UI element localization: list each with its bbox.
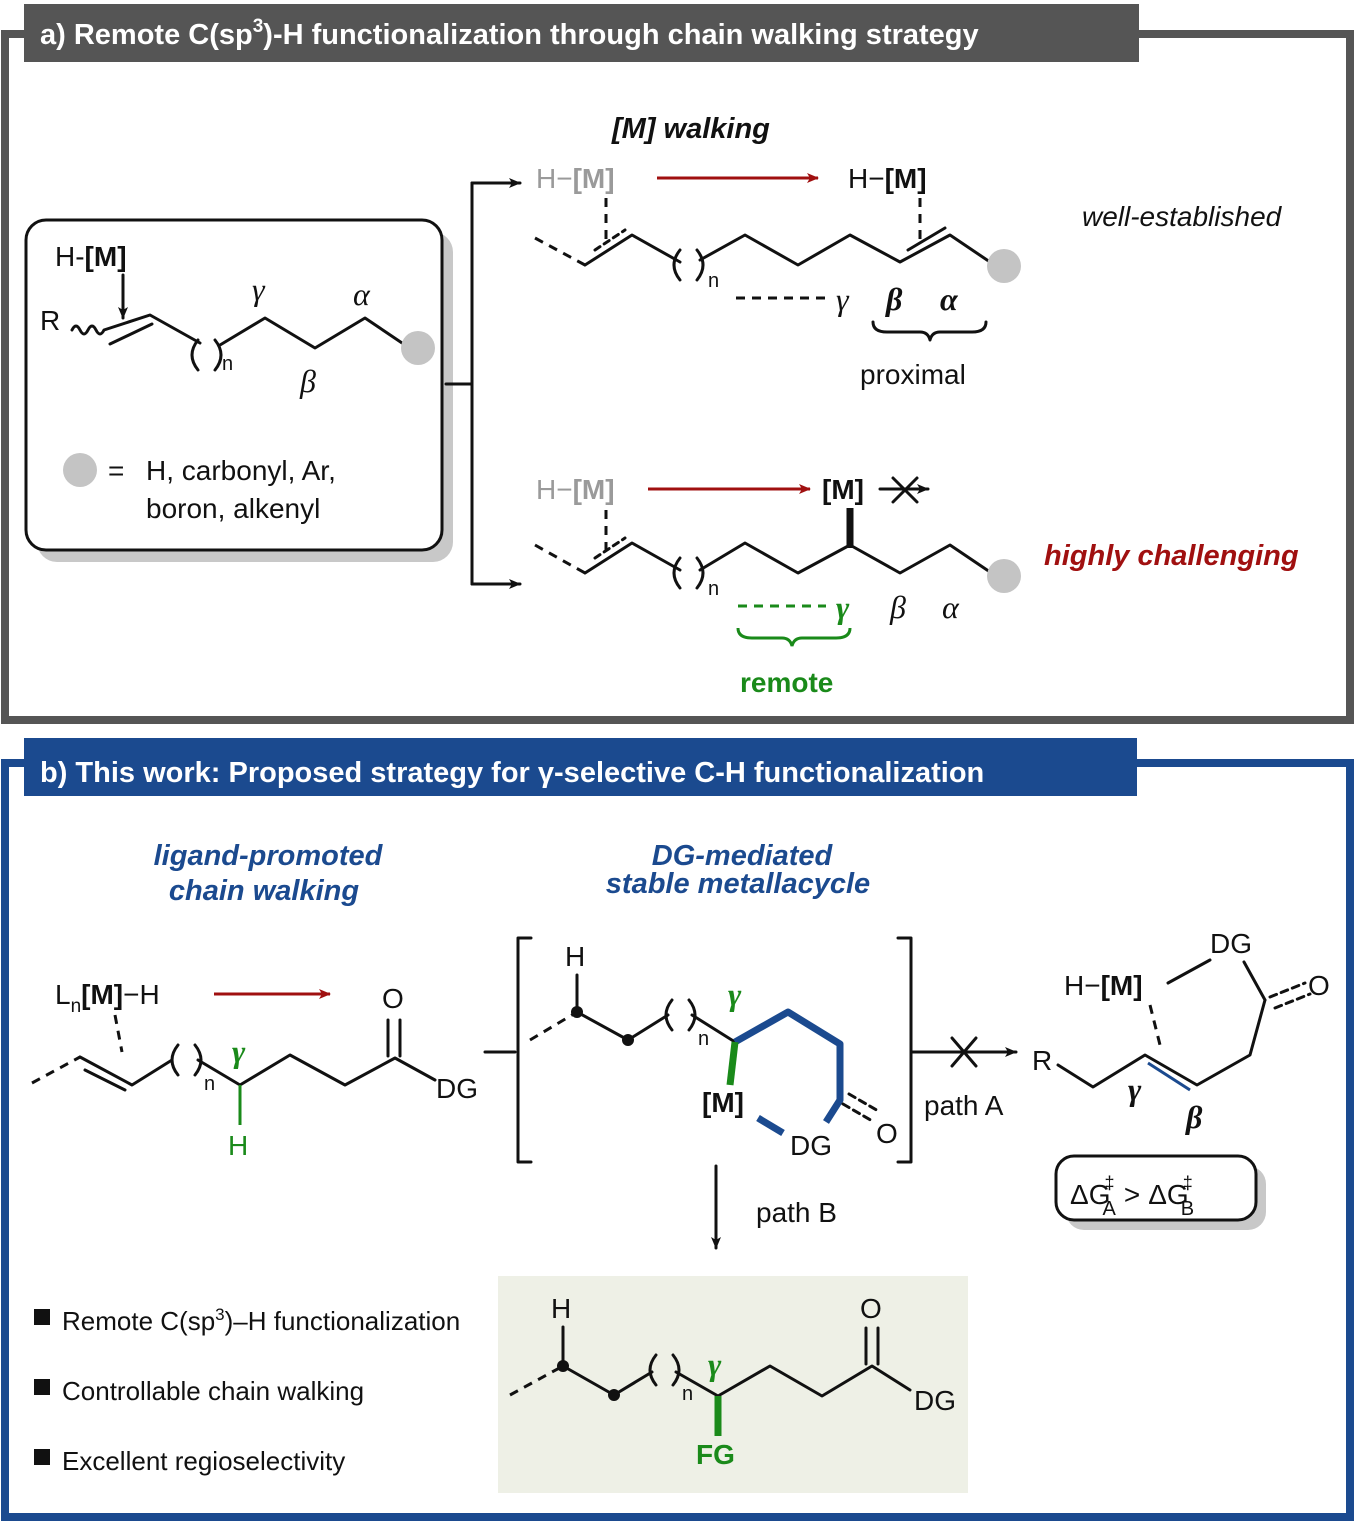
- highly-challenging-note: highly challenging: [1044, 540, 1299, 572]
- svg-text:α: α: [940, 281, 959, 317]
- legend-line1: H, carbonyl, Ar,: [146, 455, 336, 486]
- svg-text:H−[M]: H−[M]: [536, 163, 615, 194]
- panel-b-header-bg: [24, 738, 1137, 796]
- svg-text:[M]: [M]: [822, 474, 864, 505]
- b-intermediate: H n γ [M] DG O: [516, 936, 913, 1164]
- svg-text:DG: DG: [436, 1073, 478, 1104]
- substrate-box: H-[M] R n γ α β = H, carbonyl, Ar, boron…: [24, 218, 453, 562]
- panel-a: a) Remote C(sp3)-H functionalization thr…: [1, 4, 1354, 724]
- b-substrate: Ln[M]−H n H γ O DG: [31, 979, 478, 1161]
- proximal-label: proximal: [860, 359, 966, 390]
- svg-text:DG: DG: [914, 1385, 956, 1416]
- walking-title: [M] walking: [611, 113, 770, 145]
- svg-text:O: O: [1308, 970, 1330, 1001]
- r-label: R: [40, 305, 60, 336]
- svg-text:H−[M]: H−[M]: [536, 474, 615, 505]
- legend-line2: boron, alkenyl: [146, 493, 320, 524]
- svg-text:H−[M]: H−[M]: [1064, 970, 1143, 1001]
- svg-text:β: β: [889, 589, 906, 625]
- svg-text:γ: γ: [836, 589, 850, 625]
- bottom-path: H−[M] [M] n γ β α remote highly challeng…: [534, 474, 1299, 698]
- left-title-2: chain walking: [169, 875, 359, 907]
- svg-text:γ: γ: [232, 1033, 246, 1069]
- panel-a-header-bg: [24, 4, 1139, 62]
- svg-text:n: n: [698, 1028, 709, 1050]
- svg-text:γ: γ: [1128, 1071, 1142, 1107]
- svg-text:α: α: [942, 589, 960, 625]
- bullet-list: Remote C(sp3)–H functionalization Contro…: [34, 1305, 460, 1476]
- svg-text:n: n: [222, 353, 233, 375]
- svg-text:n: n: [682, 1383, 693, 1405]
- hm-label: H-[M]: [55, 241, 127, 272]
- svg-text:=: =: [108, 455, 124, 486]
- b-alkene-product: DG H−[M] O R γ β: [1032, 928, 1330, 1135]
- b-final-product: H n FG γ O DG: [498, 1276, 968, 1493]
- svg-text:γ: γ: [728, 976, 742, 1012]
- bullet-3: Excellent regioselectivity: [62, 1446, 345, 1476]
- mid-title-1: DG-mediated: [652, 840, 834, 872]
- svg-text:n: n: [204, 1073, 215, 1095]
- svg-text:DG: DG: [1210, 928, 1252, 959]
- svg-text:n: n: [708, 578, 719, 600]
- svg-text:β: β: [885, 281, 903, 317]
- svg-text:H: H: [228, 1130, 248, 1161]
- remote-label: remote: [740, 667, 833, 698]
- svg-text:DG: DG: [790, 1130, 832, 1161]
- svg-text:γ: γ: [708, 1346, 722, 1382]
- svg-text:β: β: [1185, 1099, 1203, 1135]
- svg-text:O: O: [860, 1293, 882, 1324]
- bullet-2: Controllable chain walking: [62, 1376, 364, 1406]
- path-a-label: path A: [924, 1090, 1004, 1121]
- svg-text:H−[M]: H−[M]: [848, 163, 927, 194]
- well-established-note: well-established: [1082, 201, 1283, 232]
- svg-text:Ln[M]−H: Ln[M]−H: [55, 979, 160, 1017]
- svg-text:γ: γ: [836, 281, 850, 317]
- left-title-1: ligand-promoted: [154, 840, 384, 872]
- beta-label: β: [299, 363, 316, 399]
- energy-box: ΔG‡A>ΔG‡B: [1054, 1154, 1266, 1230]
- mid-title-2: stable metallacycle: [606, 868, 870, 900]
- panel-b-header: b) This work: Proposed strategy for γ-se…: [40, 757, 984, 789]
- svg-text:H: H: [565, 941, 585, 972]
- alpha-label: α: [353, 276, 371, 312]
- svg-text:ΔG‡A>ΔG‡B: ΔG‡A>ΔG‡B: [1070, 1173, 1194, 1220]
- panel-b: b) This work: Proposed strategy for γ-se…: [1, 738, 1354, 1521]
- path-b-label: path B: [756, 1197, 837, 1228]
- gamma-label: γ: [252, 271, 266, 307]
- svg-text:R: R: [1032, 1045, 1052, 1076]
- legend-dot: [63, 453, 97, 487]
- svg-text:[M]: [M]: [702, 1087, 744, 1118]
- svg-text:FG: FG: [696, 1439, 735, 1470]
- svg-text:O: O: [382, 983, 404, 1014]
- svg-text:O: O: [876, 1118, 898, 1149]
- svg-text:n: n: [708, 270, 719, 292]
- svg-text:H: H: [551, 1293, 571, 1324]
- substituent-dot: [401, 331, 435, 365]
- panel-a-header: a) Remote C(sp3)-H functionalization thr…: [40, 16, 979, 51]
- bullet-1: Remote C(sp3)–H functionalization: [62, 1305, 460, 1336]
- top-path: [M] walking H−[M] H−[M] n γ β α proximal…: [534, 113, 1283, 390]
